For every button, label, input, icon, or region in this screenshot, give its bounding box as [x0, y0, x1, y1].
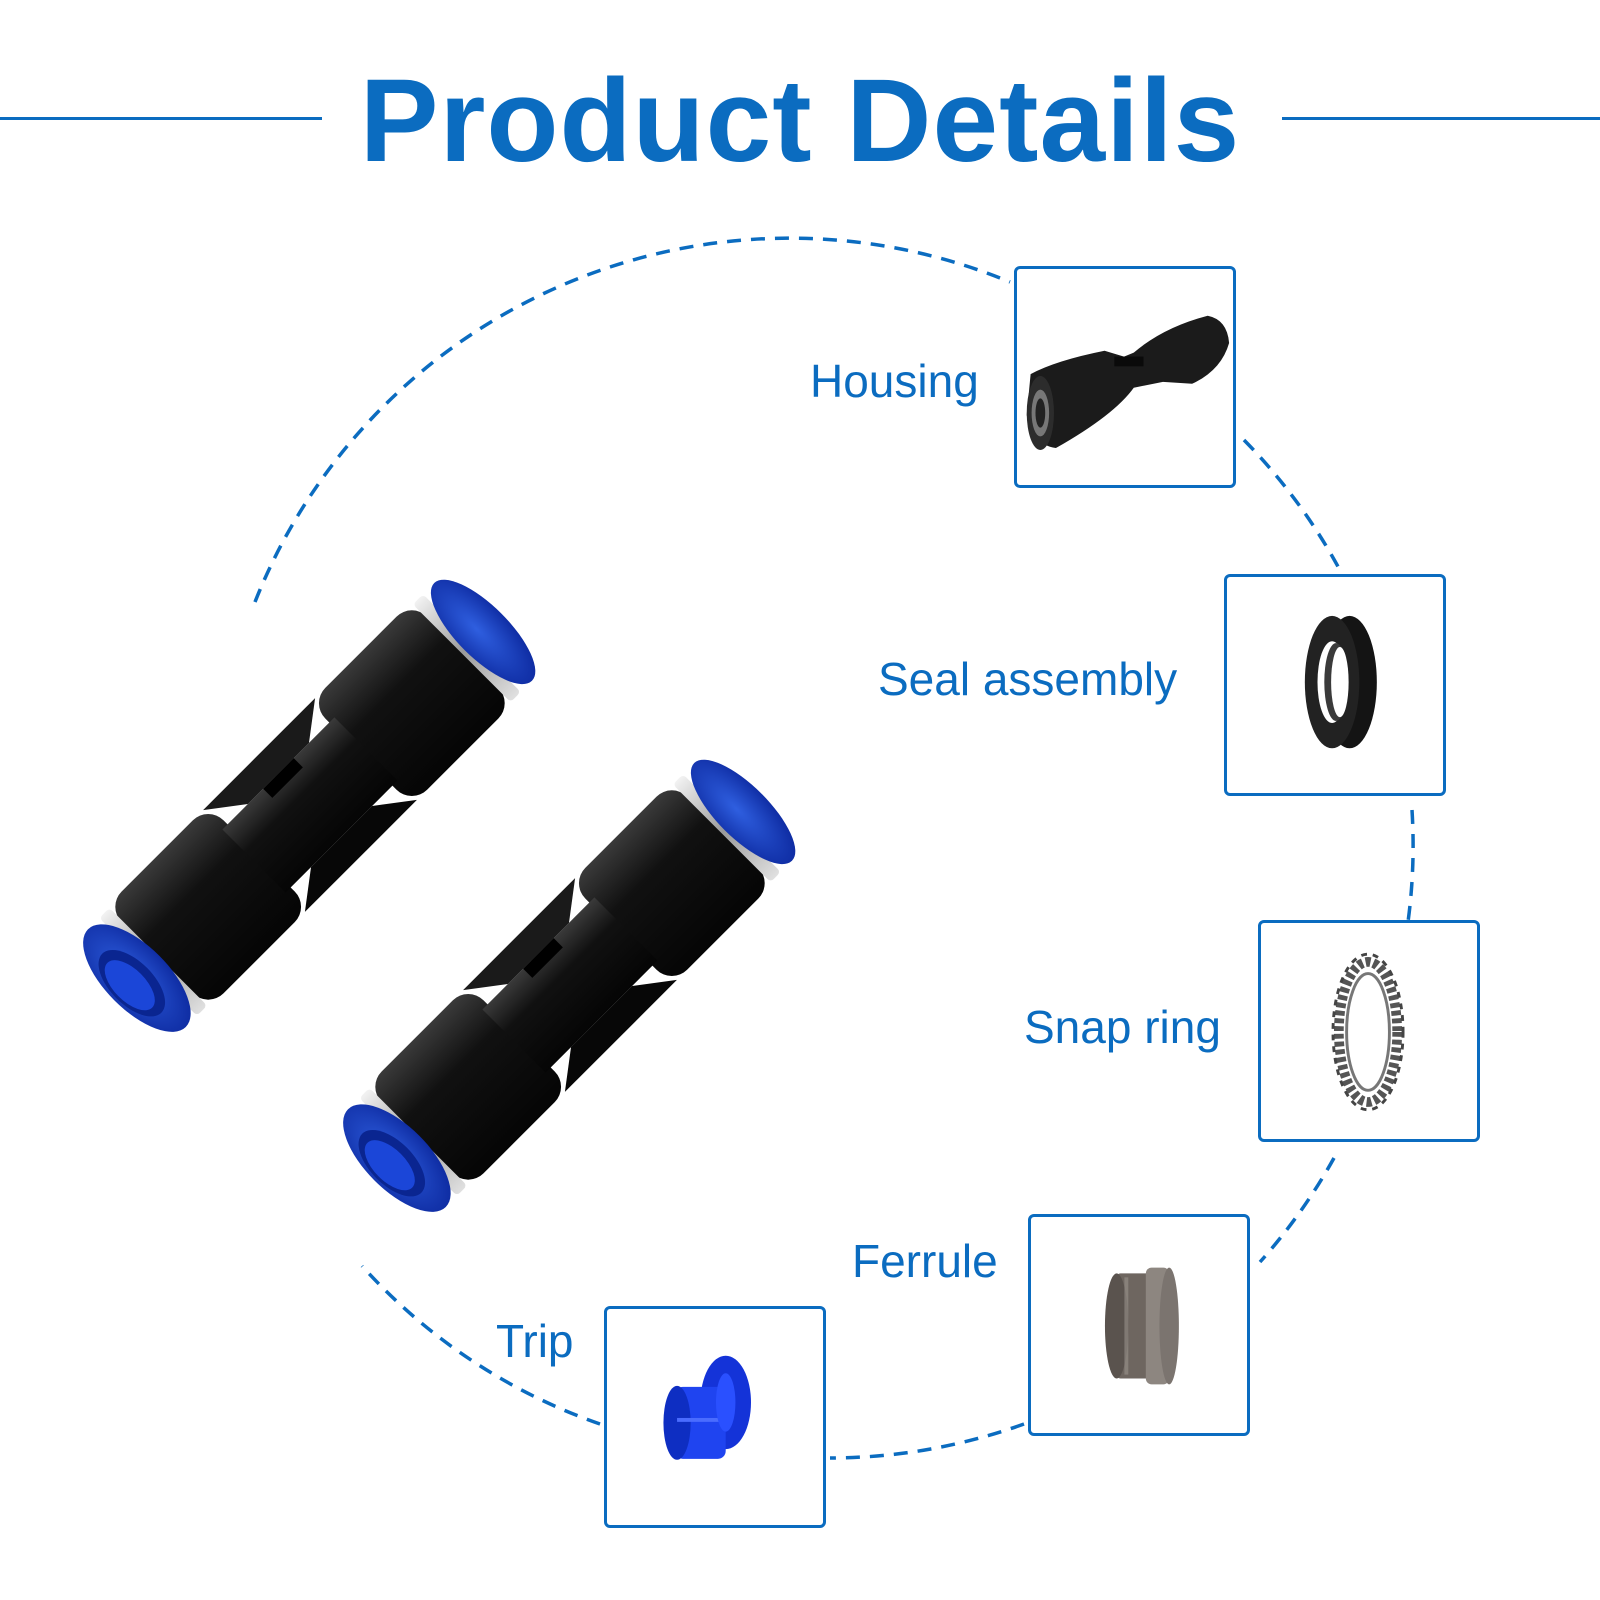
part-box-snap-ring: [1258, 920, 1480, 1142]
part-box-trip: [604, 1306, 826, 1528]
part-label-seal-assembly: Seal assembly: [878, 653, 1178, 705]
title-rule-left: [0, 117, 322, 120]
part-box-housing: [1014, 266, 1236, 488]
push-fit-union-connectors-icon: [63, 562, 813, 1232]
page-title: Product Details: [0, 55, 1600, 187]
seal-ring-icon: [1304, 615, 1377, 749]
part-box-ferrule: [1028, 1214, 1250, 1436]
snap-ring-icon: [1331, 952, 1405, 1112]
part-label-ferrule: Ferrule: [852, 1235, 998, 1287]
part-label-snap-ring: Snap ring: [1024, 1001, 1221, 1053]
title-rule-right: [1282, 117, 1600, 120]
ferrule-icon: [1104, 1267, 1179, 1385]
trip-collet-icon: [663, 1355, 751, 1460]
part-label-trip: Trip: [496, 1315, 574, 1367]
part-box-seal-assembly: [1224, 574, 1446, 796]
housing-icon: [1026, 315, 1230, 450]
part-label-housing: Housing: [810, 355, 979, 407]
